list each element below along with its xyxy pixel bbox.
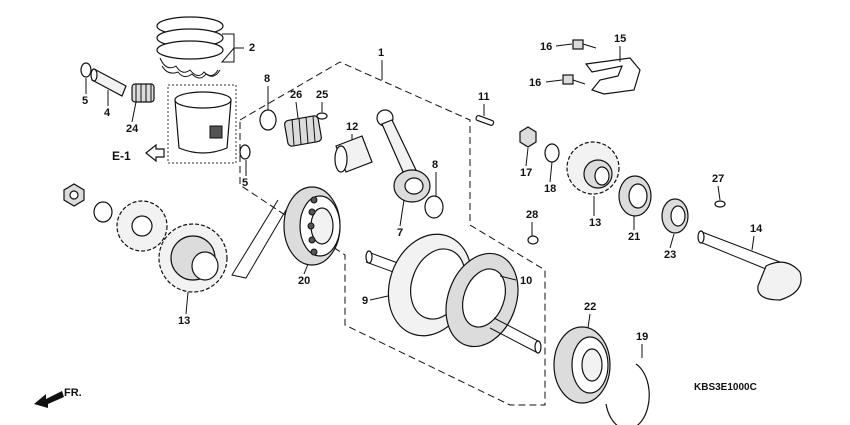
part-label-11: 11 xyxy=(478,91,490,103)
gear-rear xyxy=(116,200,168,252)
part-label-20: 20 xyxy=(298,275,310,287)
gear-to-bearing-link xyxy=(231,199,287,279)
part-label-27: 27 xyxy=(712,173,724,185)
leader-line-16 xyxy=(545,79,563,83)
part-label-8: 8 xyxy=(264,73,270,85)
piston-pin xyxy=(90,68,127,97)
part-label-16: 16 xyxy=(540,41,552,53)
balancer-shaft xyxy=(697,230,802,301)
leader-line-23 xyxy=(669,233,675,249)
piston-rings xyxy=(156,16,224,79)
part-label-4: 4 xyxy=(104,107,111,119)
part-label-19: 19 xyxy=(636,331,648,343)
part-label-21: 21 xyxy=(628,231,640,243)
part-label-24: 24 xyxy=(126,123,139,135)
part-label-1: 1 xyxy=(378,47,384,59)
crank-web-right xyxy=(445,252,542,354)
circlip-19 xyxy=(605,363,650,425)
leader-line-2 xyxy=(220,33,244,63)
leader-line-22 xyxy=(587,313,591,329)
reference-label: E-1 xyxy=(112,149,131,163)
front-direction-label: FR. xyxy=(64,387,82,399)
part-label-7: 7 xyxy=(397,227,403,239)
part-label-26: 26 xyxy=(290,89,302,101)
bearing-22 xyxy=(553,326,611,404)
leader-line-7 xyxy=(399,199,405,227)
leader-line-9 xyxy=(369,295,389,301)
part-label-17: 17 xyxy=(520,167,532,179)
key-11 xyxy=(475,115,495,126)
gear-13-left xyxy=(158,223,228,293)
leader-line-13 xyxy=(185,291,189,315)
diagram-code: KBS3E1000C xyxy=(694,382,757,393)
leader-line-17 xyxy=(525,147,529,167)
part-label-25: 25 xyxy=(316,89,328,101)
part-label-16: 16 xyxy=(529,77,541,89)
small-end-bearing xyxy=(131,83,155,103)
leader-lines xyxy=(85,33,755,358)
piston-group-box xyxy=(167,84,237,164)
key-25 xyxy=(316,112,328,120)
key-28 xyxy=(527,235,539,245)
part-label-5: 5 xyxy=(82,95,88,107)
piston-pin-clip-right xyxy=(239,144,251,160)
nut xyxy=(63,183,85,207)
part-label-8: 8 xyxy=(432,159,438,171)
front-direction-arrow xyxy=(34,391,64,408)
crank-pin-12 xyxy=(334,135,373,173)
needle-bearing-26 xyxy=(284,115,322,147)
part-label-15: 15 xyxy=(614,33,626,45)
leader-line-16 xyxy=(555,43,573,47)
part-label-9: 9 xyxy=(362,295,368,307)
washer xyxy=(93,201,113,223)
washer-18 xyxy=(544,143,560,163)
part-label-18: 18 xyxy=(544,183,556,195)
leader-line-10 xyxy=(499,275,517,281)
part-label-14: 14 xyxy=(750,223,763,235)
part-label-5: 5 xyxy=(242,177,248,189)
part-label-10: 10 xyxy=(520,275,532,287)
part-label-12: 12 xyxy=(346,121,358,133)
nut-17 xyxy=(519,126,537,148)
bearing-23 xyxy=(661,198,689,234)
key-27 xyxy=(714,200,726,208)
part-label-2: 2 xyxy=(249,42,255,54)
piston xyxy=(174,91,232,154)
leader-line-24 xyxy=(131,101,137,123)
part-label-28: 28 xyxy=(526,209,538,221)
gear-13-right xyxy=(566,141,620,195)
part-label-23: 23 xyxy=(664,249,676,261)
part-label-13: 13 xyxy=(178,315,190,327)
piston-pin-clip-left xyxy=(80,62,92,78)
leader-line-26 xyxy=(295,101,299,119)
connecting-rod xyxy=(376,109,431,203)
bearing-20 xyxy=(283,186,341,266)
bolt-16-upper xyxy=(572,39,597,50)
bolt-16-lower xyxy=(562,74,586,85)
reference-arrow xyxy=(145,143,165,163)
leader-line-14 xyxy=(751,235,755,251)
leader-line-27 xyxy=(717,185,721,201)
part-label-13: 13 xyxy=(589,217,601,229)
thrust-washer-8a xyxy=(259,109,277,131)
leader-line-18 xyxy=(549,161,553,183)
part-label-22: 22 xyxy=(584,301,596,313)
bearing-21 xyxy=(618,175,652,217)
bracket-15 xyxy=(584,57,641,95)
leader-line-20 xyxy=(303,263,309,275)
thrust-washer-8b xyxy=(424,195,444,219)
